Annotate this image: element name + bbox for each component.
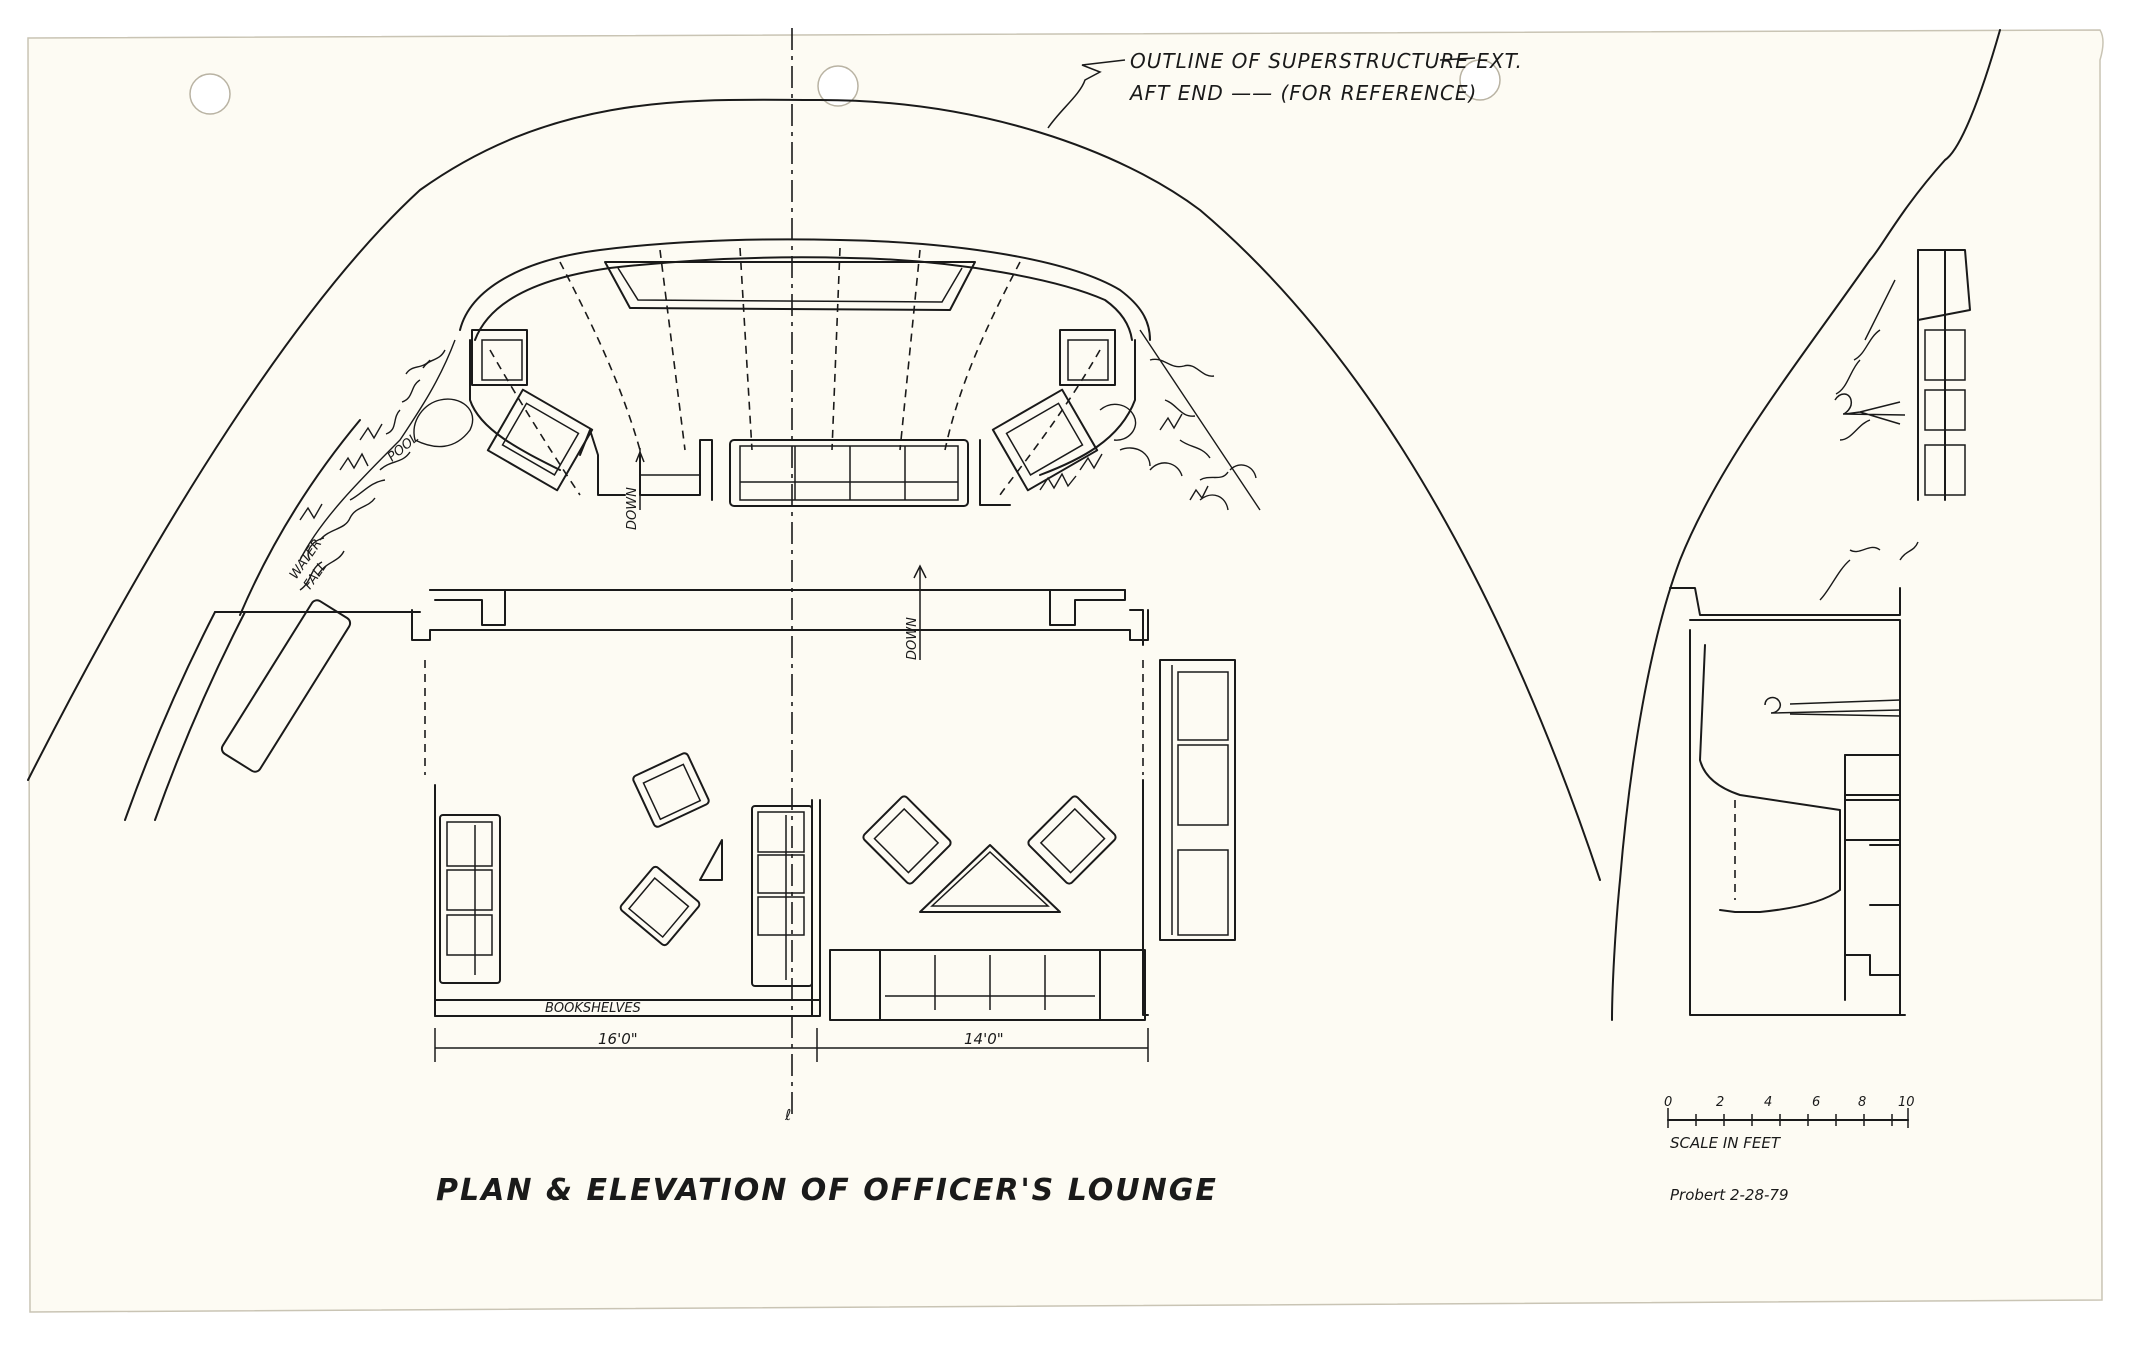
punch-hole [189, 73, 231, 115]
scale-tick-4: 4 [1764, 1095, 1772, 1110]
chair-left-upper [632, 752, 710, 828]
punch-hole [817, 65, 859, 107]
punch-hole [1459, 59, 1501, 101]
dimension-line: 16'0" 14'0" [434, 1028, 1149, 1062]
chair-right-right [1027, 795, 1117, 885]
dimension-right: 14'0" [964, 1030, 1004, 1048]
paper-sheet [27, 29, 2104, 1313]
scale-tick-2: 2 [1716, 1095, 1724, 1110]
superstructure-outline: OUTLINE OF SUPERSTRUCTURE EXT. AFT END —… [27, 49, 1601, 881]
upper-sofa [729, 439, 969, 507]
scale-tick-6: 6 [1812, 1095, 1820, 1110]
down-label-upper: DOWN [625, 487, 640, 530]
scale-bar: 0 2 4 6 8 10 SCALE IN FEET [1664, 1095, 1915, 1152]
left-sofa [439, 814, 501, 984]
signature: Probert 2-28-79 [1670, 1186, 1789, 1204]
chair-left-lower [619, 865, 701, 947]
figure-upper [1834, 393, 1906, 425]
foliage-right [1039, 329, 1261, 511]
scale-tick-0: 0 [1664, 1095, 1672, 1110]
outline-note-line1: OUTLINE OF SUPERSTRUCTURE EXT. [1130, 49, 1523, 73]
bookshelves-label: BOOKSHELVES [545, 1001, 641, 1016]
right-bookcase [1159, 659, 1236, 941]
bottom-sofa [829, 949, 1146, 1021]
centerline: ℓ [784, 28, 793, 1124]
drawing-title: PLAN & ELEVATION OF OFFICER'S LOUNGE [436, 1173, 1218, 1208]
dimension-left: 16'0" [598, 1030, 638, 1048]
figure-lower [1764, 696, 1901, 717]
triangle-table-large [919, 844, 1061, 913]
scale-tick-10: 10 [1898, 1095, 1915, 1110]
left-hull-walls [124, 599, 421, 821]
down-label-lower: DOWN [905, 617, 920, 660]
elevation-section [1611, 29, 2001, 1021]
lower-lounge-plan: DOWN BOOKSHELVES [411, 564, 1236, 1062]
triangle-table-small [699, 839, 723, 881]
outline-note-line2: AFT END —— (FOR REFERENCE) [1128, 81, 1477, 105]
centerline-symbol: ℓ [784, 1106, 791, 1124]
scale-tick-8: 8 [1858, 1095, 1866, 1110]
chair-right-left [862, 795, 952, 885]
scale-label: SCALE IN FEET [1670, 1134, 1782, 1152]
